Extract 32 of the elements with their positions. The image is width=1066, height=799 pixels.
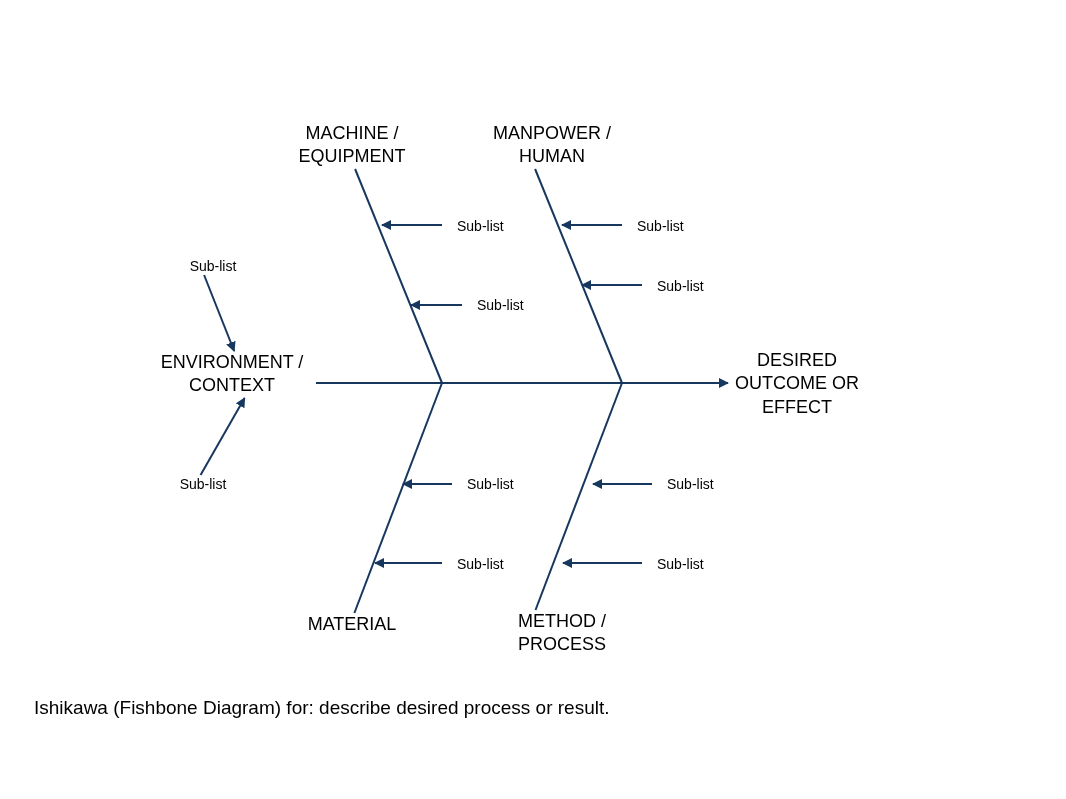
arrow	[315, 378, 729, 388]
arrow	[561, 220, 623, 230]
sub-cause-label: Sub-list	[622, 217, 693, 236]
arrow	[402, 479, 453, 489]
sub-cause-label: Sub-list	[642, 555, 713, 574]
bone-line	[534, 382, 623, 611]
bone-line	[353, 382, 443, 614]
category-label: MACHINE / EQUIPMENT	[290, 122, 414, 169]
sub-cause-label: Sub-list	[652, 475, 723, 494]
arrow	[562, 558, 643, 568]
arrow	[381, 220, 443, 230]
sub-cause-label: Sub-list	[442, 217, 513, 236]
category-label: METHOD / PROCESS	[500, 610, 624, 657]
sub-cause-label: Sub-list	[442, 555, 513, 574]
caption: Ishikawa (Fishbone Diagram) for: describe desired process or result.	[34, 697, 610, 719]
arrow	[410, 300, 463, 310]
arrow	[581, 280, 643, 290]
arrow	[592, 479, 653, 489]
sub-cause-label: Sub-list	[452, 475, 523, 494]
sub-cause-label: Sub-list	[175, 475, 231, 494]
sub-cause-label: Sub-list	[185, 257, 241, 276]
bone-line	[354, 168, 443, 384]
category-label: MANPOWER / HUMAN	[480, 122, 624, 169]
arrow	[199, 397, 246, 476]
sub-cause-label: Sub-list	[642, 277, 713, 296]
arrow	[374, 558, 443, 568]
sub-cause-label: Sub-list	[462, 296, 533, 315]
category-label: ENVIRONMENT / CONTEXT	[148, 351, 316, 398]
bone-line	[534, 168, 623, 384]
arrow	[203, 274, 236, 352]
category-label: MATERIAL	[290, 613, 414, 637]
category-label: DESIRED OUTCOME OR EFFECT	[728, 349, 866, 420]
